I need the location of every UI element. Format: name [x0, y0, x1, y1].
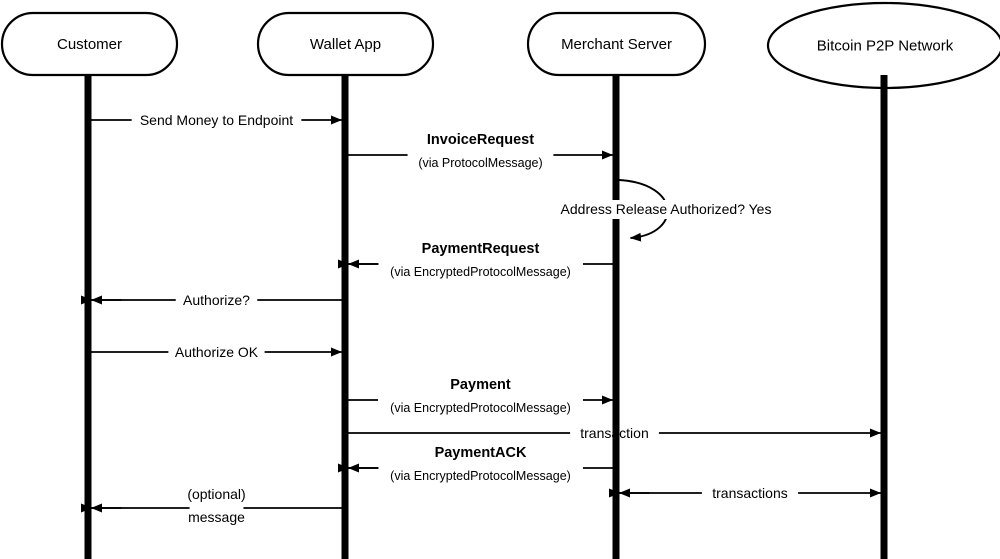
message-m5[interactable]: Authorize? [81, 292, 342, 308]
message-title-m1: Send Money to Endpoint [140, 112, 293, 128]
participant-nodes-layer: Customer Wallet App Merchant Server Bitcoin… [0, 1, 1000, 90]
message-title-m9: PaymentACK [435, 445, 527, 461]
message-m2[interactable]: InvoiceRequest (via ProtocolMessage) [348, 132, 613, 170]
message-subtitle-m7: (via EncryptedProtocolMessage) [390, 401, 571, 415]
message-title-m4: PaymentRequest [422, 241, 540, 257]
message-m4[interactable]: PaymentRequest (via EncryptedProtocolMess… [338, 241, 613, 279]
participant-customer[interactable]: Customer [0, 11, 179, 77]
participant-label-merchant: Merchant Server [561, 36, 672, 53]
participant-bitcoin[interactable]: Bitcoin P2P Network [766, 1, 1000, 90]
message-title-m11: (optional) [187, 486, 245, 502]
message-title-m10: transactions [712, 485, 787, 501]
message-title-m2: InvoiceRequest [427, 132, 534, 148]
message-m3[interactable]: Address Release Authorized? Yes [549, 179, 783, 242]
participant-label-wallet: Wallet App [310, 36, 381, 53]
participant-label-bitcoin: Bitcoin P2P Network [817, 37, 954, 54]
message-m10[interactable]: transactions [609, 485, 881, 501]
message-subtitle-m11: message [188, 509, 245, 525]
message-m7[interactable]: Payment (via EncryptedProtocolMessage) [348, 377, 613, 415]
message-subtitle-m4: (via EncryptedProtocolMessage) [390, 265, 571, 279]
participant-merchant[interactable]: Merchant Server [526, 11, 707, 77]
message-label-backdrop-m3 [549, 200, 783, 219]
message-title-m3: Address Release Authorized? Yes [561, 201, 772, 217]
message-m11[interactable]: (optional) message [81, 486, 342, 525]
message-title-m7: Payment [450, 377, 511, 393]
message-title-m6: Authorize OK [175, 344, 259, 360]
message-title-m8: transaction [580, 425, 648, 441]
message-title-m5: Authorize? [183, 292, 250, 308]
lifelines-layer [84, 75, 888, 559]
message-subtitle-m2: (via ProtocolMessage) [418, 156, 542, 170]
participant-label-customer: Customer [57, 36, 122, 53]
message-subtitle-m9: (via EncryptedProtocolMessage) [390, 469, 571, 483]
message-m9[interactable]: PaymentACK (via EncryptedProtocolMessage) [338, 445, 613, 483]
participant-wallet[interactable]: Wallet App [256, 11, 435, 77]
message-m1[interactable]: Send Money to Endpoint [91, 112, 342, 128]
message-m8[interactable]: transaction [348, 425, 881, 441]
message-m6[interactable]: Authorize OK [91, 344, 342, 360]
